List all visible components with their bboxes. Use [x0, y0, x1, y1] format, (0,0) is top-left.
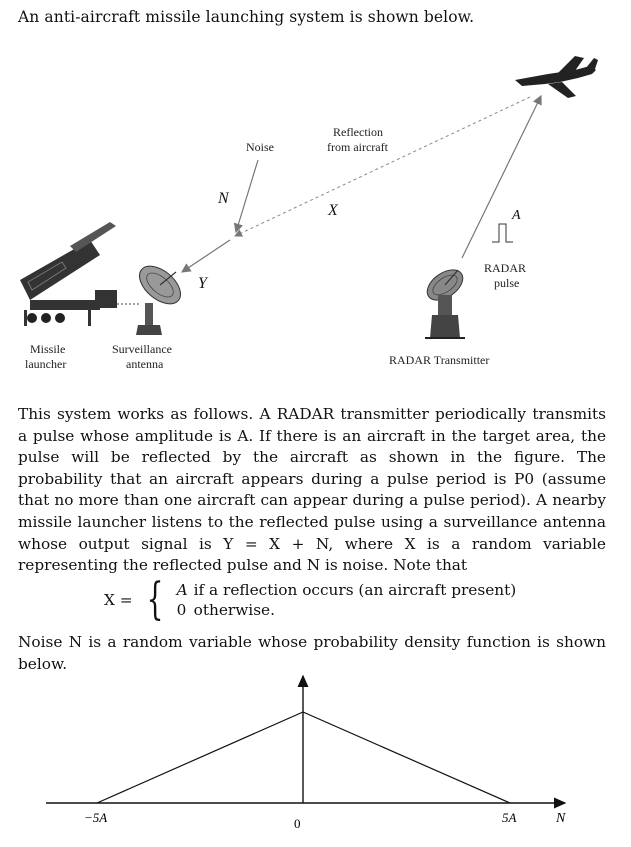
- missile-launcher-label-line2: launcher: [25, 357, 66, 371]
- case2-condition: otherwise.: [193, 601, 275, 619]
- surveillance-antenna-label-line1: Surveillance: [112, 342, 172, 356]
- aircraft-icon: [515, 56, 598, 98]
- radar-pulse-label-line2: pulse: [494, 276, 519, 290]
- reflection-label-line1: Reflection: [333, 125, 383, 139]
- radar-transmitter-icon: [425, 269, 465, 339]
- var-x-label: X: [327, 202, 339, 219]
- radar-pulse-icon: [492, 223, 513, 243]
- missile-launcher-icon: [20, 222, 117, 326]
- radar-pulse-label-line1: RADAR: [484, 261, 526, 275]
- description-paragraph: This system works as follows. A RADAR tr…: [18, 404, 606, 577]
- paragraph-2: Noise N is a random variable whose proba…: [18, 633, 606, 673]
- case1-value: A: [176, 581, 188, 599]
- paragraph-1: This system works as follows. A RADAR tr…: [18, 405, 606, 575]
- tick-left: −5A: [84, 810, 107, 825]
- system-diagram: Noise Reflection from aircraft N X Y A R…: [20, 56, 598, 371]
- var-y-label: Y: [198, 275, 209, 292]
- radar-transmitter-label: RADAR Transmitter: [389, 353, 489, 367]
- reflection-arrow: [234, 96, 531, 237]
- y-arrow: [181, 239, 231, 273]
- var-a-label: A: [511, 208, 521, 223]
- surveillance-antenna-label-line2: antenna: [126, 357, 164, 371]
- reflection-label-line2: from aircraft: [327, 140, 389, 154]
- noise-label: Noise: [246, 140, 274, 154]
- triangular-pdf: [96, 711, 511, 804]
- left-brace: {: [146, 574, 163, 625]
- case2-value: 0: [176, 601, 187, 619]
- noise-paragraph: Noise N is a random variable whose proba…: [18, 632, 606, 675]
- axis-label-n: N: [555, 811, 566, 826]
- var-n-label: N: [217, 190, 230, 207]
- x-definition-equation: X = { A if a reflection occurs (an aircr…: [100, 574, 526, 625]
- case1-condition: if a reflection occurs (an aircraft pres…: [193, 581, 517, 599]
- tick-center: 0: [294, 816, 301, 831]
- equation-lhs: X =: [104, 591, 133, 609]
- noise-arrow: [233, 159, 259, 234]
- tick-right: 5A: [502, 810, 517, 825]
- intro-text: An anti-aircraft missile launching syste…: [18, 8, 475, 26]
- surveillance-antenna-icon: [136, 265, 181, 335]
- transmit-arrow: [461, 94, 542, 259]
- missile-launcher-label-line1: Missile: [30, 342, 65, 356]
